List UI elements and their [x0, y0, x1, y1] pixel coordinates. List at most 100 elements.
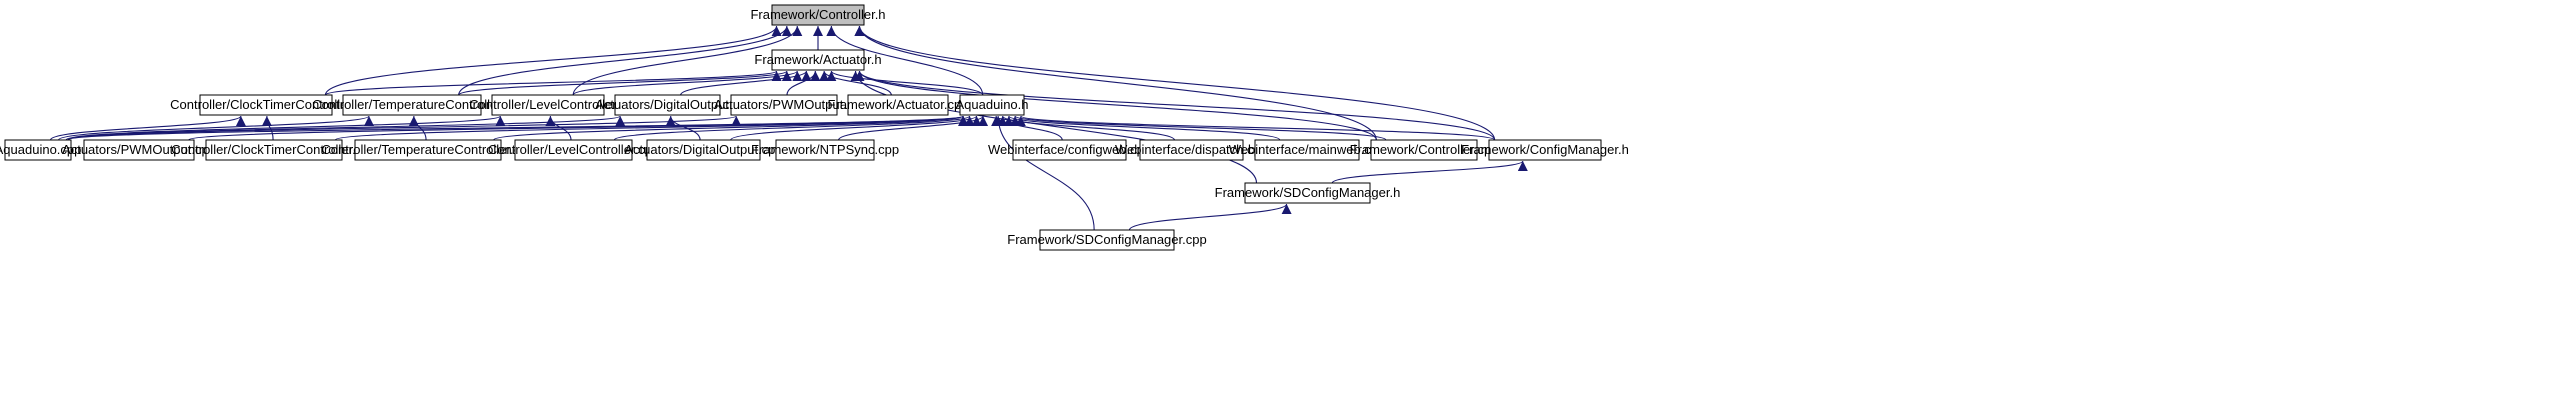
node-clocktimer-h[interactable]: Controller/ClockTimerController.h — [170, 94, 362, 116]
node-box — [1254, 139, 1360, 161]
node-digitaloutput-h[interactable]: Actuators/DigitalOutput.h — [595, 94, 740, 116]
node-box — [1488, 139, 1602, 161]
node-pwmoutput-cpp[interactable]: Actuators/PWMOutput.cpp — [62, 139, 216, 161]
node-label: Actuators/DigitalOutput.cpp — [624, 142, 782, 157]
node-label: Controller/LevelController.h — [469, 97, 627, 112]
node-label: Aquaduino.cpp — [0, 142, 81, 157]
node-label: Actuators/PWMOutput.cpp — [62, 142, 216, 157]
edge-mainweb-cpp-to-aquaduino-h — [1004, 115, 1281, 141]
node-layer: Framework/Controller.hFramework/Actuator… — [0, 4, 1629, 251]
node-box — [342, 94, 482, 116]
node-controller-cpp[interactable]: Framework/Controller.cpp — [1350, 139, 1499, 161]
node-actuator-h[interactable]: Framework/Actuator.h — [754, 49, 882, 71]
node-box — [491, 94, 605, 116]
node-label: Controller/TemperatureController.h — [312, 97, 511, 112]
edge-clocktimer-cpp-to-aquaduino-h — [334, 115, 968, 141]
node-box — [1370, 139, 1478, 161]
node-mainweb-cpp[interactable]: Webinterface/mainweb.cpp — [1229, 139, 1386, 161]
edge-temperature-h-to-actuator-h — [458, 70, 792, 96]
node-label: Framework/ConfigManager.h — [1461, 142, 1629, 157]
node-label: Controller/ClockTimerController.cpp — [171, 142, 376, 157]
node-temperature-cpp[interactable]: Controller/TemperatureController.cpp — [321, 139, 535, 161]
edge-sdconfigmanager-cpp-to-sdconfigmanager-h — [1128, 203, 1292, 231]
node-box — [771, 49, 865, 71]
edge-configmanager-h-to-controller-h — [854, 25, 1496, 141]
node-box — [730, 94, 838, 116]
node-temperature-h[interactable]: Controller/TemperatureController.h — [312, 94, 512, 116]
edge-controller-cpp-to-aquaduino-h — [1010, 115, 1387, 141]
node-sdconfigmanager-cpp[interactable]: Framework/SDConfigManager.cpp — [1007, 229, 1207, 251]
edge-aquaduino-h-to-actuator-h — [826, 70, 984, 96]
node-label: Aquaduino.h — [955, 97, 1028, 112]
node-level-h[interactable]: Controller/LevelController.h — [469, 94, 627, 116]
edge-digitaloutput-cpp-to-aquaduino-h — [730, 115, 982, 141]
node-label: Controller/TemperatureController.cpp — [321, 142, 534, 157]
edge-digitaloutput-cpp-to-digitaloutput-h — [665, 115, 701, 141]
node-aquaduino-cpp[interactable]: Aquaduino.cpp — [0, 139, 81, 161]
node-box — [614, 94, 721, 116]
node-label: Actuators/PWMOutput.h — [714, 97, 854, 112]
node-clocktimer-cpp[interactable]: Controller/ClockTimerController.cpp — [171, 139, 377, 161]
node-box — [1039, 229, 1175, 251]
node-label: Framework/Controller.h — [750, 7, 885, 22]
node-box — [205, 139, 343, 161]
node-box — [771, 4, 865, 26]
node-label: Actuators/DigitalOutput.h — [595, 97, 740, 112]
node-controller-h[interactable]: Framework/Controller.h — [750, 4, 886, 26]
edge-temperature-h-to-controller-h — [458, 25, 792, 96]
node-box — [847, 94, 949, 116]
edge-level-cpp-to-aquaduino-h — [613, 115, 975, 141]
node-box — [354, 139, 502, 161]
node-actuator-cpp[interactable]: Framework/Actuator.cpp — [828, 94, 969, 116]
node-box — [1012, 139, 1127, 161]
edge-configmanager-h-to-actuator-h — [854, 70, 1496, 141]
node-ntpsync-cpp[interactable]: Framework/NTPSync.cpp — [751, 139, 899, 161]
node-box — [199, 94, 333, 116]
edge-temperature-cpp-to-temperature-h — [408, 115, 427, 141]
node-box — [775, 139, 875, 161]
edge-aquaduino-cpp-to-clocktimer-h — [49, 115, 246, 141]
node-digitaloutput-cpp[interactable]: Actuators/DigitalOutput.cpp — [624, 139, 783, 161]
edge-pwmoutput-h-to-actuator-h — [786, 70, 821, 96]
node-label: Framework/NTPSync.cpp — [751, 142, 899, 157]
edge-aquaduino-cpp-to-level-h — [65, 115, 506, 141]
edge-actuator-cpp-to-actuator-h — [819, 70, 892, 96]
node-box — [646, 139, 761, 161]
node-label: Framework/SDConfigManager.h — [1215, 185, 1401, 200]
edge-aquaduino-cpp-to-temperature-h — [58, 115, 374, 141]
node-pwmoutput-h[interactable]: Actuators/PWMOutput.h — [714, 94, 854, 116]
edge-controller-cpp-to-actuator-h — [854, 70, 1377, 141]
node-configweb-cpp[interactable]: Webinterface/configweb.cpp — [988, 139, 1151, 161]
node-box — [514, 139, 633, 161]
node-label: Webinterface/mainweb.cpp — [1229, 142, 1386, 157]
edge-temperature-cpp-to-aquaduino-h — [493, 115, 968, 141]
edge-level-h-to-actuator-h — [572, 70, 803, 96]
edge-sdconfigmanager-h-to-configmanager-h — [1331, 160, 1528, 184]
node-label: Controller/ClockTimerController.h — [170, 97, 362, 112]
edge-clocktimer-h-to-controller-h — [324, 25, 782, 96]
node-box — [83, 139, 195, 161]
node-configmanager-h[interactable]: Framework/ConfigManager.h — [1461, 139, 1629, 161]
node-dispatch-cpp[interactable]: Webinterface/dispatch.cpp — [1115, 139, 1268, 161]
node-sdconfigmanager-h[interactable]: Framework/SDConfigManager.h — [1215, 182, 1401, 204]
edge-sdconfigmanager-h-to-actuator-h — [850, 70, 1258, 184]
node-label: Webinterface/dispatch.cpp — [1115, 142, 1268, 157]
node-aquaduino-h[interactable]: Aquaduino.h — [955, 94, 1029, 116]
node-label: Framework/Actuator.h — [754, 52, 881, 67]
edge-digitaloutput-h-to-actuator-h — [680, 70, 812, 96]
node-label: Webinterface/configweb.cpp — [988, 142, 1151, 157]
edge-aquaduino-h-to-controller-h — [826, 25, 984, 96]
edge-sdconfigmanager-cpp-to-aquaduino-h — [993, 115, 1095, 231]
node-label: Framework/SDConfigManager.cpp — [1007, 232, 1206, 247]
edge-level-h-to-controller-h — [572, 25, 803, 96]
edge-layer — [49, 25, 1528, 231]
node-box — [959, 94, 1025, 116]
node-label: Framework/Controller.cpp — [1350, 142, 1499, 157]
edge-ntpsync-cpp-to-aquaduino-h — [838, 115, 988, 141]
node-label: Framework/Actuator.cpp — [828, 97, 969, 112]
edge-configmanager-h-to-aquaduino-h — [1016, 115, 1496, 141]
node-box — [4, 139, 72, 161]
node-level-cpp[interactable]: Controller/LevelController.cpp — [488, 139, 659, 161]
edge-controller-cpp-to-controller-h — [854, 25, 1377, 141]
